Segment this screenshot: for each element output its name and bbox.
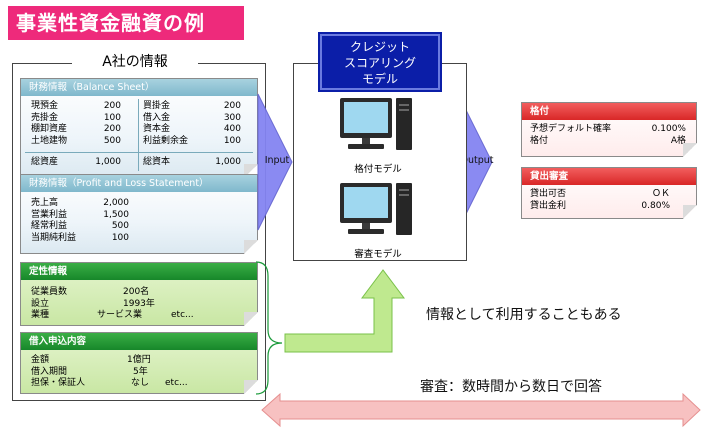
bs-left-label: 売掛金 <box>31 112 59 123</box>
bs-total-assets-value: 1,000 <box>95 157 121 167</box>
rating-result-label: 格付 <box>530 135 549 146</box>
qualitative-header: 定性情報 <box>21 263 257 280</box>
qual-value: 1993年 <box>123 298 155 309</box>
model-title-line: スコアリング <box>343 56 416 70</box>
feedback-arrow <box>284 269 405 353</box>
note-fold <box>244 380 258 394</box>
qualitative-note: 定性情報 従業員数 200名 設立 1993年 業種 サービス業 etc... <box>20 262 258 326</box>
balance-sheet-header: 財務情報（Balance Sheet） <box>21 79 257 96</box>
bs-total-assets-label: 総資産 <box>31 157 59 167</box>
pl-value: 2,000 <box>103 198 129 208</box>
bs-left-value: 500 <box>103 135 121 146</box>
bs-left-label: 棚卸資産 <box>31 124 68 135</box>
pl-value: 100 <box>111 232 129 243</box>
loan-label: 借入期間 <box>31 366 68 377</box>
model-frame <box>293 63 467 261</box>
brace <box>255 261 283 395</box>
bs-right-label: 借入金 <box>143 112 171 123</box>
feedback-caption: 情報として利用することもある <box>426 307 622 323</box>
bs-left-label: 土地建物 <box>31 135 68 146</box>
pl-label: 当期純利益 <box>31 232 77 243</box>
input-arrow <box>257 93 293 231</box>
bs-left-value: 100 <box>103 112 121 123</box>
timeline-arrow <box>261 392 701 428</box>
note-fold <box>683 143 697 157</box>
model-title-line: モデル <box>361 72 398 86</box>
loan-request-note: 借入申込内容 金額 1億円 借入期間 5年 担保・保証人 なし etc... <box>20 332 258 394</box>
page-title: 事業性資金融資の例 <box>8 6 244 40</box>
pl-label: 経常利益 <box>31 221 68 232</box>
company-info-frame-title: A社の情報 <box>72 52 198 72</box>
review-result-note: 貸出審査 貸出可否 ＯＫ 貸出金利 0.80% <box>521 167 697 219</box>
qual-label: 設立 <box>31 298 50 309</box>
review-result-value: 0.80% <box>641 200 670 211</box>
bs-right-value: 400 <box>223 124 241 135</box>
review-result-header: 貸出審査 <box>522 168 696 185</box>
qual-value: サービス業 <box>97 310 143 321</box>
rating-model-label: 格付モデル <box>354 164 402 175</box>
model-title: クレジット スコアリング モデル <box>318 32 442 92</box>
bs-right-label: 買掛金 <box>143 101 171 111</box>
review-result-label: 貸出金利 <box>530 200 567 211</box>
bs-right-label: 資本金 <box>143 124 171 135</box>
pl-header: 財務情報（Profit and Loss Statement） <box>21 175 257 192</box>
bs-left-value: 200 <box>103 124 121 135</box>
loan-value: 1億円 <box>127 355 151 365</box>
pl-label: 営業利益 <box>31 209 68 220</box>
output-label: Output <box>460 155 494 166</box>
bs-divider-horizontal <box>25 152 253 153</box>
note-fold <box>244 312 258 326</box>
bs-right-value: 300 <box>223 112 241 123</box>
pl-value: 500 <box>111 221 129 232</box>
bs-right-value: 200 <box>223 101 241 111</box>
rating-result-note: 格付 予想デフォルト確率 0.100% 格付 A格 <box>521 102 697 157</box>
loan-extra: etc... <box>165 378 188 389</box>
pl-note: 財務情報（Profit and Loss Statement） 売上高 2,000… <box>20 174 258 254</box>
qual-label: 従業員数 <box>31 287 68 297</box>
qual-extra: etc... <box>171 310 194 321</box>
review-result-value: ＯＫ <box>651 189 670 199</box>
pl-label: 売上高 <box>31 198 59 208</box>
rating-result-value: A格 <box>670 135 686 146</box>
computer-icon <box>340 183 412 235</box>
loan-value: なし <box>131 378 150 389</box>
rating-result-value: 0.100% <box>651 124 686 134</box>
computer-icon <box>340 98 412 150</box>
note-fold <box>244 240 258 254</box>
loan-value: 5年 <box>133 366 148 377</box>
bs-right-label: 利益剰余金 <box>143 135 189 146</box>
bs-total-capital-label: 総資本 <box>143 157 171 167</box>
review-model-label: 審査モデル <box>354 249 402 260</box>
qual-value: 200名 <box>123 287 150 297</box>
pl-value: 1,500 <box>103 209 129 220</box>
loan-label: 金額 <box>31 355 50 365</box>
bs-divider-vertical <box>138 99 139 171</box>
note-fold <box>683 205 697 219</box>
review-result-label: 貸出可否 <box>530 189 567 199</box>
loan-request-header: 借入申込内容 <box>21 333 257 350</box>
bs-left-value: 200 <box>103 101 121 111</box>
loan-label: 担保・保証人 <box>31 378 86 389</box>
model-title-line: クレジット <box>349 40 410 54</box>
bs-total-capital-value: 1,000 <box>215 157 241 167</box>
bs-left-label: 現預金 <box>31 101 59 111</box>
rating-result-header: 格付 <box>522 103 696 120</box>
input-label: Input <box>264 155 290 166</box>
qual-label: 業種 <box>31 310 50 321</box>
rating-result-label: 予想デフォルト確率 <box>530 124 612 134</box>
bs-right-value: 100 <box>223 135 241 146</box>
timeline-caption: 審査：数時間から数日で回答 <box>420 379 602 395</box>
